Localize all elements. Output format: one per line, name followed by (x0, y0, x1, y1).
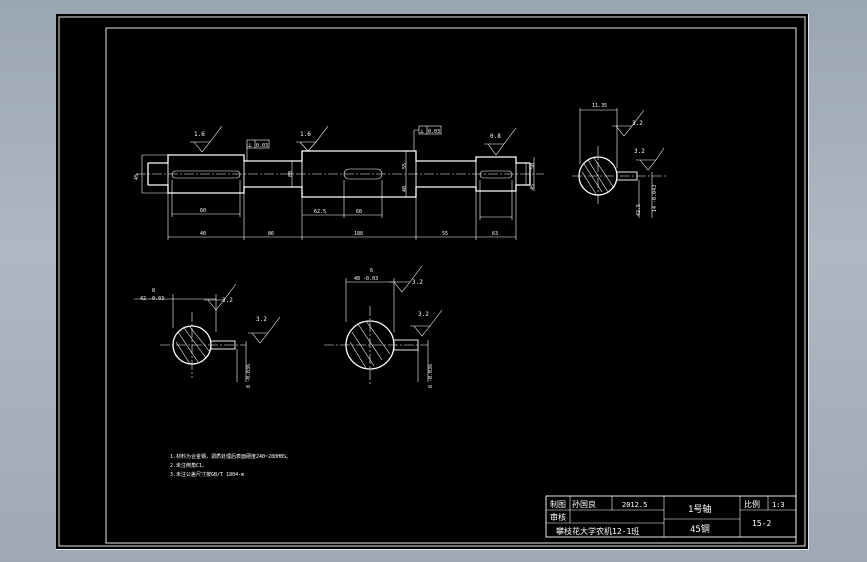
gdt-symbol-2: ⊥ (420, 128, 424, 135)
title-drawn-by-name: 孙国良 (572, 499, 596, 509)
dim-diam-4: 40 (402, 186, 408, 192)
title-scale-label: 比例 (744, 499, 760, 509)
dim-mid-1: 60 (200, 208, 206, 214)
title-drawing-number: 15-2 (752, 519, 771, 528)
title-part-name: 1号轴 (688, 503, 711, 515)
section-c-dim-side: 8 -0.036 (428, 364, 434, 388)
shaft-dimension-text: 1.6 1.6 0.8 ⊥ 0.03 ⊥ 0.03 40 86 188 55 6… (134, 128, 536, 237)
title-block: 制图 孙国良 2012.5 审核 攀枝花大学农机12-1班 1号轴 45钢 比例… (545, 495, 797, 538)
section-c-dim-top-b: 48 -0.03 (354, 276, 378, 282)
dim-diam-5: 50 (530, 163, 536, 169)
gdt-value-1: 0.03 (256, 143, 268, 149)
title-scale-value: 1:3 (772, 501, 785, 509)
title-organization: 攀枝花大学农机12-1班 (556, 526, 639, 536)
dim-diam-6: 45 (530, 184, 536, 190)
dim-bottom-4: 55 (442, 231, 448, 237)
section-c-dim-top-a: 6 (370, 268, 373, 274)
dim-diam-2: 80 (288, 171, 294, 177)
dim-left: 45 (134, 174, 140, 180)
roughness-label-2: 1.6 (300, 131, 311, 138)
roughness-label-1: 1.6 (194, 131, 205, 138)
sheet-outer-frame (58, 16, 806, 547)
gdt-value-2: 0.03 (428, 129, 440, 135)
section-a-dim-top: 11.35 (592, 103, 607, 109)
title-drawn-by-label: 制图 (550, 499, 566, 509)
section-b-dim-top-b: 42 -0.03 (140, 296, 164, 302)
note-3: 3.未注公差尺寸按GB/T 1804-m (170, 471, 244, 478)
title-checked-label: 审核 (550, 512, 566, 522)
dim-mid-2: 62.5 (314, 209, 326, 215)
section-a-view: 11.35 3.2 3.2 14 -0.043 42.5 (572, 103, 668, 218)
dim-diam-3: 55 (402, 163, 408, 169)
dim-bottom-5: 63 (492, 231, 498, 237)
note-1: 1.材料为合金钢，调质处理后表面硬度240~280HBS。 (170, 453, 291, 460)
section-a-roughness-2: 3.2 (634, 148, 645, 155)
cad-viewport[interactable]: 1.6 1.6 0.8 ⊥ 0.03 ⊥ 0.03 40 86 188 55 6… (56, 14, 809, 550)
title-material: 45钢 (690, 523, 710, 535)
section-a-dim-bottom: 42.5 (636, 204, 642, 216)
dim-mid-3: 60 (356, 209, 362, 215)
roughness-label-3: 0.8 (490, 133, 501, 140)
dim-bottom-1: 40 (200, 231, 206, 237)
section-a-roughness-1: 3.2 (632, 120, 643, 127)
drawing-canvas[interactable]: 1.6 1.6 0.8 ⊥ 0.03 ⊥ 0.03 40 86 188 55 6… (56, 14, 808, 549)
section-b-dim-top-a: 8 (152, 288, 155, 294)
section-a-dim-side: 14 -0.043 (652, 185, 658, 212)
section-c-roughness-1: 3.2 (412, 279, 423, 286)
sheet-inner-border (105, 27, 797, 544)
technical-notes: 1.材料为合金钢，调质处理后表面硬度240~280HBS。 2.未注倒角C1。 … (170, 453, 291, 478)
note-2: 2.未注倒角C1。 (170, 462, 207, 469)
section-c-roughness-2: 3.2 (418, 311, 429, 318)
section-b-view: 8 42 -0.03 3.2 3.2 8 -0.036 (134, 283, 281, 388)
section-c-view: 6 48 -0.03 3.2 3.2 8 -0.036 (324, 265, 443, 388)
title-drawn-date: 2012.5 (622, 501, 647, 509)
shaft-main-view (136, 125, 544, 240)
section-b-dim-side: 8 -0.036 (246, 364, 252, 388)
section-b-roughness-1: 3.2 (222, 297, 233, 304)
dim-bottom-3: 188 (354, 231, 363, 237)
dim-bottom-2: 86 (268, 231, 274, 237)
section-b-roughness-2: 3.2 (256, 316, 267, 323)
gdt-symbol-1: ⊥ (248, 142, 252, 149)
